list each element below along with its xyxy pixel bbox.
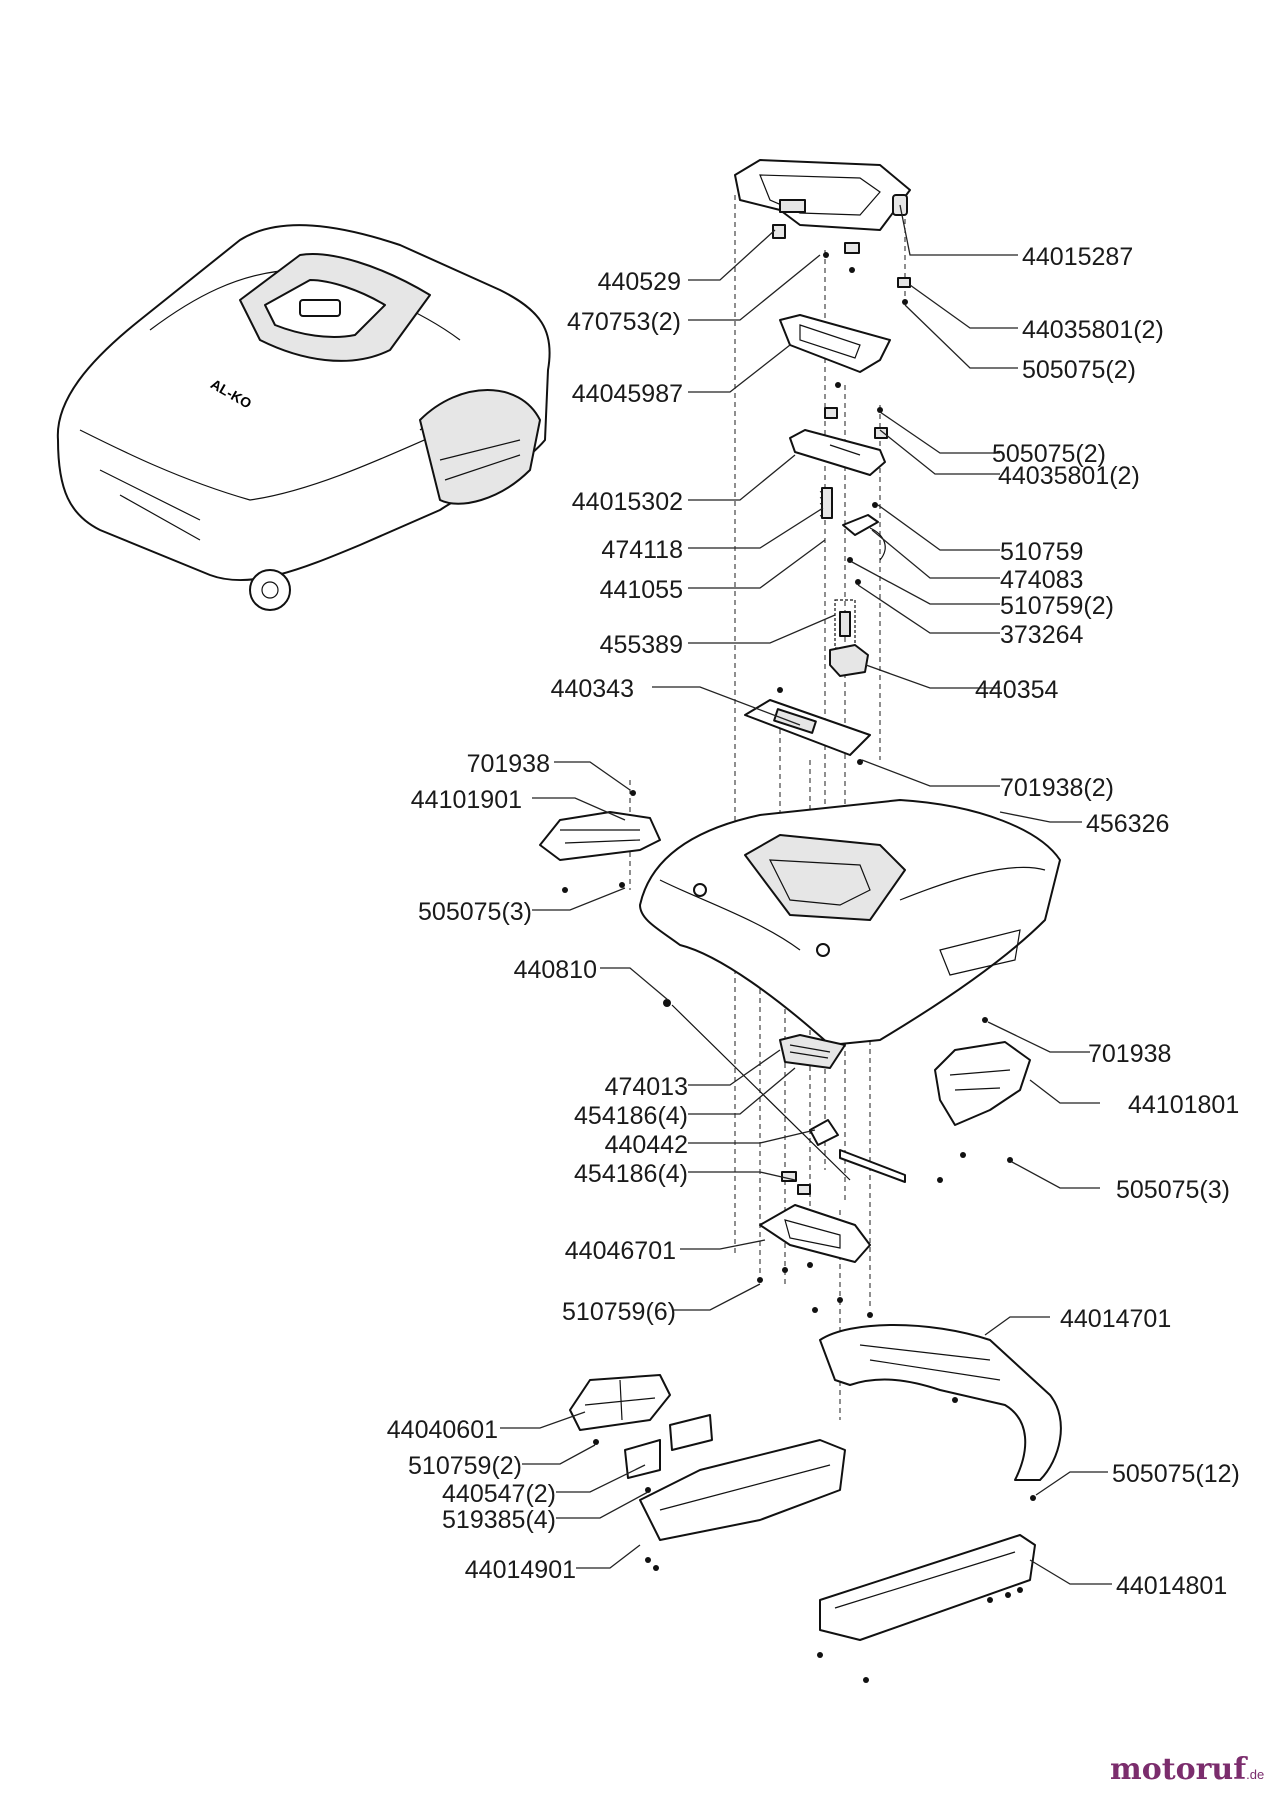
part-label: 470753(2) [567,308,681,336]
part-label: 44101901 [411,786,522,814]
part-label: 440547(2) [442,1480,556,1508]
part-label: 456326 [1086,810,1169,838]
part-label: 505075(2) [992,440,1106,468]
assembled-mower-drawing: AL-KO [56,224,551,611]
part-label: 454186(4) [574,1102,688,1130]
brand-name: motoruf [1110,1752,1247,1787]
part-label: 454186(4) [574,1160,688,1188]
part-label: 510759(2) [1000,592,1114,620]
parts [539,159,1062,1683]
brand-tld: .de [1246,1767,1265,1782]
watermark-logo: motoruf.de [1110,1752,1264,1787]
part-label: 505075(2) [1022,356,1136,384]
leader-lines [500,204,1112,1585]
part-label: 44014701 [1060,1305,1171,1333]
part-label: 44015302 [572,488,683,516]
part-label: 441055 [600,576,683,604]
part-label: 373264 [1000,621,1084,649]
part-label: 44101801 [1128,1091,1239,1119]
part-label: 701938(2) [1000,774,1114,802]
part-label: 44035801(2) [1022,316,1164,344]
part-labels: 44015287 440529 470753(2) 44035801(2) 50… [387,243,1240,1600]
part-label: 44035801(2) [998,462,1140,490]
part-label: 440529 [598,268,681,296]
part-label: 474013 [605,1073,688,1101]
part-label: 44014901 [465,1556,576,1584]
part-label: 474083 [1000,566,1083,594]
part-label: 44015287 [1022,243,1133,271]
part-label: 510759(6) [562,1298,676,1326]
part-label: 440354 [975,676,1059,704]
part-label: 44046701 [565,1237,676,1265]
part-label: 474118 [601,536,683,564]
part-label: 510759(2) [408,1452,522,1480]
part-label: 505075(12) [1112,1460,1240,1488]
part-label: 505075(3) [418,898,532,926]
part-label: 440343 [551,675,634,703]
part-label: 44045987 [572,380,683,408]
part-label: 505075(3) [1116,1176,1230,1204]
part-label: 455389 [600,631,683,659]
part-label: 701938 [1088,1040,1171,1068]
part-label: 519385(4) [442,1506,556,1534]
part-label: 44014801 [1116,1572,1227,1600]
part-label: 701938 [467,750,550,778]
part-label: 440442 [605,1131,688,1159]
part-label: 44040601 [387,1416,498,1444]
part-label: 440810 [514,956,597,984]
part-label: 510759 [1000,538,1083,566]
